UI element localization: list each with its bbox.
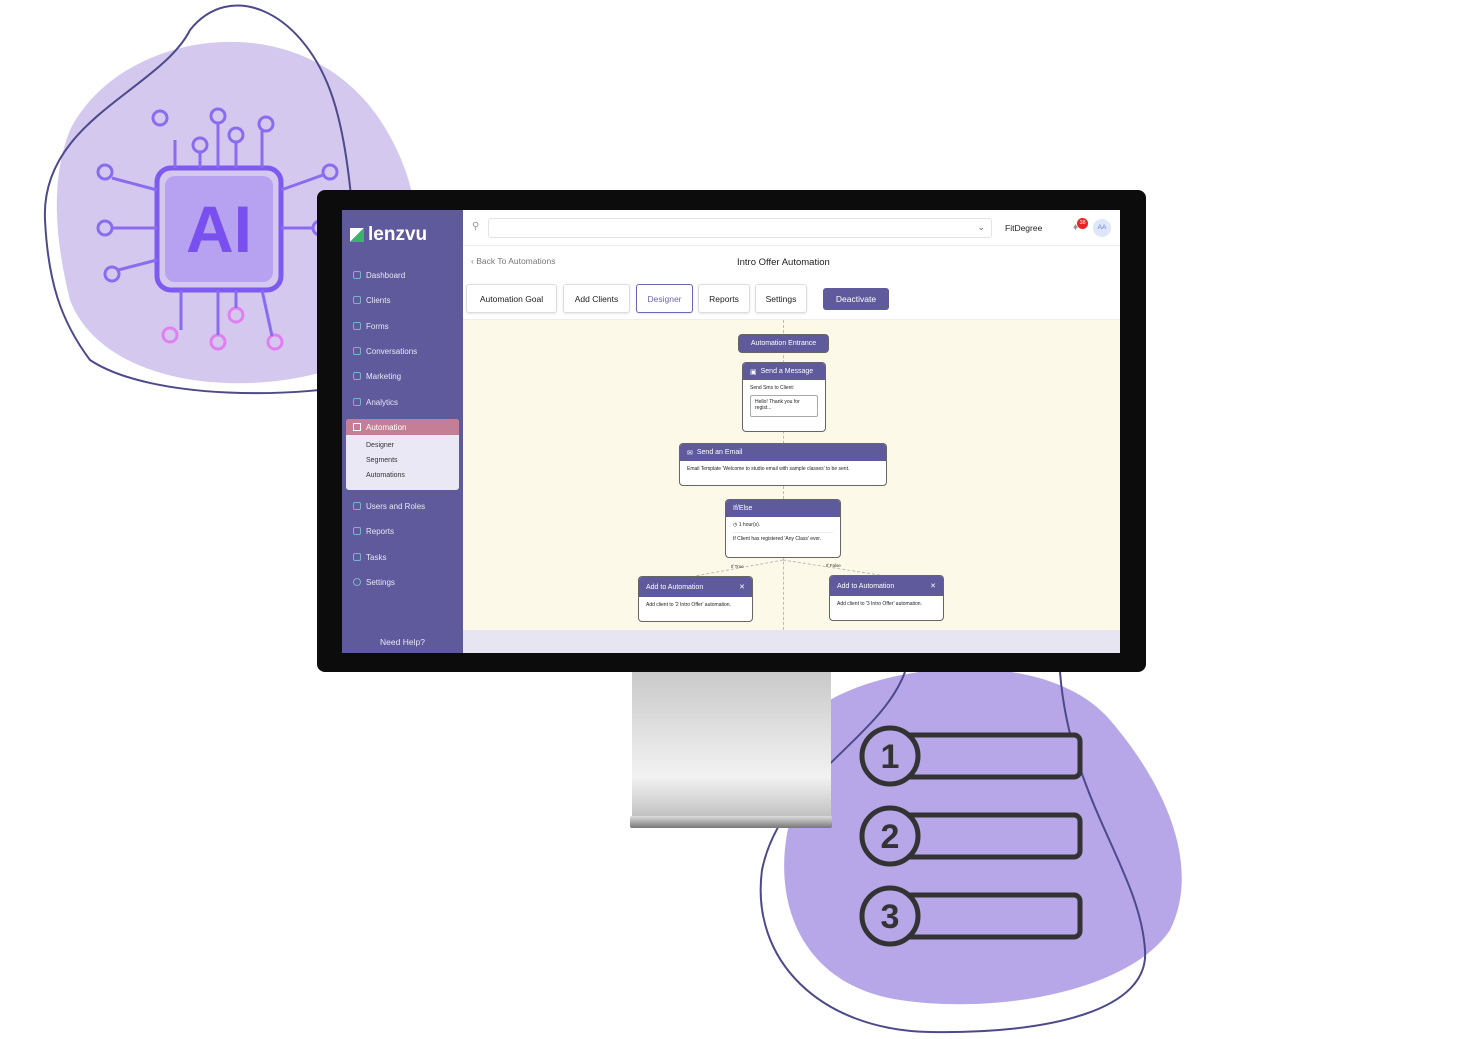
bell-icon[interactable]: ♦ [1073,222,1079,233]
top-bar: ⚲ ⌄ FitDegree ♦ 38 AA [463,210,1120,246]
label: Users and Roles [366,501,426,511]
wait-row: ◷ 1 hour(s). [733,522,833,533]
users-icon [353,502,361,510]
condition-text: If Client has registered 'Any Class' eve… [733,536,822,542]
node-send-message[interactable]: ▣Send a Message Send Sms to Client: Hell… [742,362,826,432]
tasks-icon [353,553,361,561]
analytics-icon [353,398,361,406]
settings-icon [353,578,361,586]
clients-icon [353,296,361,304]
sidebar-item-conversations[interactable]: Conversations [342,341,463,361]
label: Settings [366,577,395,587]
monitor-stand [632,672,831,822]
tab-designer[interactable]: Designer [636,284,693,313]
message-icon: ▣ [750,368,757,376]
sidebar-automation-group: Automation Designer Segments Automations [346,419,459,490]
node-label: Send Sms to Client: [750,385,795,391]
deactivate-button[interactable]: Deactivate [823,288,889,310]
chevron-down-icon[interactable]: ⌄ [977,222,985,232]
node-add-to-automation-left[interactable]: Add to Automation ✕ Add client to '2 Intr… [638,576,753,622]
ai-chip-label: AI [186,192,252,266]
chat-icon [353,347,361,355]
label: Conversations [366,346,418,356]
branch-connectors [694,559,887,577]
sidebar-sub-segments[interactable]: Segments [366,457,398,464]
node-send-email[interactable]: ✉Send an Email Email Template 'Welcome t… [679,443,887,486]
back-label: Back To Automations [476,256,556,266]
close-icon[interactable]: ✕ [739,584,745,591]
sidebar-item-settings[interactable]: Settings [342,572,463,592]
node-title: Add to Automation [837,582,895,590]
email-text: Email Template 'Welcome to studio email … [687,466,850,472]
svg-text:3: 3 [881,898,900,936]
sidebar-item-marketing[interactable]: Marketing [342,366,463,386]
sidebar-sub-designer[interactable]: Designer [366,442,395,449]
node-automation-entrance[interactable]: Automation Entrance [738,334,829,353]
marketing-icon [353,372,361,380]
sidebar-item-forms[interactable]: Forms [342,316,463,336]
label: Tasks [366,552,387,562]
node-text: Add client to '2 Intro Offer' automation… [646,602,731,608]
node-add-to-automation-right[interactable]: Add to Automation ✕ Add client to '3 Intr… [829,575,944,621]
app-screen: lenzvu Dashboard Clients Forms Conversat… [342,210,1120,653]
sidebar-item-users-roles[interactable]: Users and Roles [342,496,463,516]
search-input[interactable]: ⌄ [488,218,992,238]
node-title: If/Else [726,500,840,517]
reports-icon [353,527,361,535]
tab-settings[interactable]: Settings [755,284,807,313]
message-preview: Hello! Thank you for regist... [750,395,818,417]
node-title: Send a Message [760,368,814,375]
dashboard-icon [353,271,361,279]
sidebar-item-automation[interactable]: Automation [346,419,459,435]
label: Dashboard [366,270,406,280]
automation-header: ‹ Back To Automations Intro Offer Automa… [463,246,1120,320]
brand-name: lenzvu [368,224,428,245]
sidebar-item-analytics[interactable]: Analytics [342,392,463,412]
sidebar-item-clients[interactable]: Clients [342,290,463,310]
canvas-footer [463,630,1120,653]
avatar[interactable]: AA [1093,219,1111,237]
tab-automation-goal[interactable]: Automation Goal [466,284,557,313]
label: Clients [366,295,391,305]
designer-canvas: Automation Entrance ▣Send a Message Send… [463,320,1120,640]
if-true-label: If True [731,564,744,569]
label: Analytics [366,397,399,407]
back-link[interactable]: ‹ Back To Automations [471,256,555,266]
clock-icon: ◷ [733,522,738,528]
node-text: Add client to '3 Intro Offer' automation… [837,601,922,607]
notification-badge: 38 [1077,218,1088,229]
svg-text:1: 1 [881,738,900,776]
monitor-base [630,816,832,828]
node-title: Send an Email [696,449,743,456]
sidebar-item-dashboard[interactable]: Dashboard [342,265,463,285]
if-false-label: If False [826,563,841,568]
search-icon: ⚲ [472,221,480,232]
sidebar-sub-automations[interactable]: Automations [366,472,405,479]
svg-text:2: 2 [881,818,900,856]
logo-mark-icon [350,228,364,242]
label: Forms [366,321,389,331]
need-help-link[interactable]: Need Help? [380,637,425,647]
label: Automation [366,422,407,432]
wait-text: 1 hour(s). [738,522,761,528]
chevron-left-icon: ‹ [471,256,474,266]
brand-logo: lenzvu [350,224,427,246]
close-icon[interactable]: ✕ [930,583,936,590]
page-title: Intro Offer Automation [737,257,830,268]
email-icon: ✉ [687,449,693,457]
label: Reports [366,526,395,536]
sidebar: lenzvu Dashboard Clients Forms Conversat… [342,210,463,653]
node-title: Add to Automation [646,583,704,591]
tab-reports[interactable]: Reports [698,284,750,313]
tab-add-clients[interactable]: Add Clients [563,284,630,313]
sidebar-item-reports[interactable]: Reports [342,521,463,541]
node-if-else[interactable]: If/Else ◷ 1 hour(s). If Client has regis… [725,499,841,558]
account-name[interactable]: FitDegree [1005,223,1043,233]
automation-icon [353,423,361,431]
sidebar-item-tasks[interactable]: Tasks [342,547,463,567]
label: Marketing [366,371,402,381]
forms-icon [353,322,361,330]
